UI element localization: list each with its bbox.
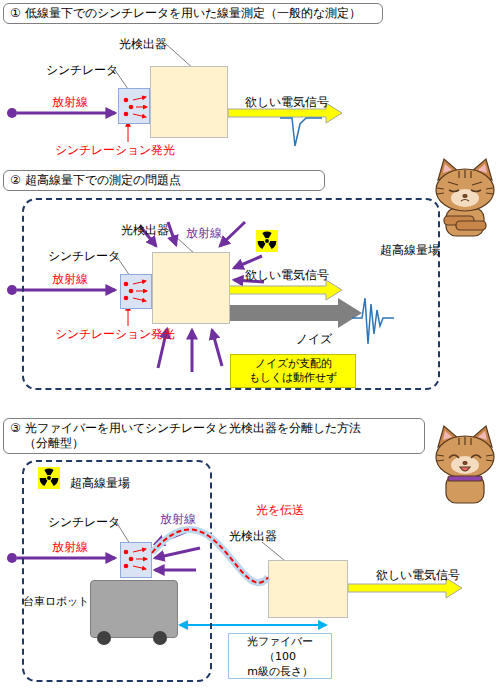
noise-waveform bbox=[352, 298, 394, 344]
node-label: 台車ロボット bbox=[23, 595, 89, 609]
scintillator-box: シンチレータ bbox=[120, 274, 152, 309]
annotation: シンチレーション発光 bbox=[55, 327, 175, 341]
node-label: 光検出器 bbox=[229, 529, 277, 543]
annotation: 欲しい電気信号 bbox=[376, 568, 460, 582]
annotation: 放射線 bbox=[52, 540, 88, 554]
node-label: 光検出器 bbox=[121, 223, 169, 237]
fiber-label-box: 光ファイバー （100 m級の長さ） bbox=[228, 633, 332, 679]
radiation-field: 超高線量場シンチレータ台車ロボット bbox=[22, 460, 212, 682]
radiation-rays bbox=[155, 530, 200, 570]
photodetector-box: 光検出器 bbox=[268, 560, 348, 618]
node-label: シンチレータ bbox=[48, 249, 120, 263]
radiation-symbol bbox=[38, 467, 60, 489]
node-label: 光検出器 bbox=[119, 37, 167, 51]
node-label: シンチレータ bbox=[46, 63, 118, 77]
header-box: ① 低線量下でのシンチレータを用いた線量測定（一般的な測定） bbox=[3, 3, 383, 24]
edge-label: 光を伝送 bbox=[256, 503, 304, 517]
length-arrow bbox=[180, 624, 326, 626]
annotation: シンチレーション発光 bbox=[55, 143, 175, 157]
annotation: 放射線 bbox=[52, 272, 88, 286]
leader-lines bbox=[115, 44, 290, 565]
node-label: ③ 光ファイバーを用いてシンチレータと光検出器を分離した方法 （分離型） bbox=[10, 421, 414, 451]
node-label: 超高線量場 bbox=[380, 243, 440, 257]
annotation: 放射線 bbox=[186, 226, 222, 240]
scintillator-box: シンチレータ bbox=[118, 88, 150, 124]
header-box: ③ 光ファイバーを用いてシンチレータと光検出器を分離した方法 （分離型） bbox=[3, 418, 425, 454]
photodetector-box: 光検出器 bbox=[150, 66, 228, 138]
header-box: ② 超高線量下での測定の問題点 bbox=[3, 170, 325, 191]
node-label: ① 低線量下でのシンチレータを用いた線量測定（一般的な測定） bbox=[10, 6, 376, 21]
happy-cat bbox=[436, 426, 494, 503]
annotation: ノイズ bbox=[296, 332, 332, 346]
signal-pulse bbox=[280, 118, 322, 146]
worried-cat bbox=[436, 159, 494, 236]
node-label: シンチレータ bbox=[48, 515, 120, 529]
robot-cart: 台車ロボット bbox=[90, 580, 178, 638]
node-label: 光ファイバー （100 m級の長さ） bbox=[230, 634, 330, 679]
radiation-rays bbox=[140, 222, 264, 372]
noise-arrow bbox=[228, 298, 362, 328]
node-label: 超高線量場 bbox=[70, 476, 130, 490]
scintillator-box: シンチレータ bbox=[120, 542, 152, 578]
photodetector-box: 光検出器 bbox=[152, 252, 230, 324]
radiation-symbol bbox=[256, 230, 278, 252]
annotation: 放射線 bbox=[160, 512, 196, 526]
radiation-field: 超高線量場シンチレータ光検出器ノイズが支配的 もしくは動作せず bbox=[22, 198, 440, 390]
node-label: ② 超高線量下での測定の問題点 bbox=[10, 173, 318, 188]
note-box: ノイズが支配的 もしくは動作せず bbox=[230, 354, 356, 388]
annotation: 欲しい電気信号 bbox=[245, 268, 329, 282]
annotation: 欲しい電気信号 bbox=[245, 95, 329, 109]
annotation: 放射線 bbox=[52, 95, 88, 109]
node-label: ノイズが支配的 もしくは動作せず bbox=[237, 357, 349, 385]
